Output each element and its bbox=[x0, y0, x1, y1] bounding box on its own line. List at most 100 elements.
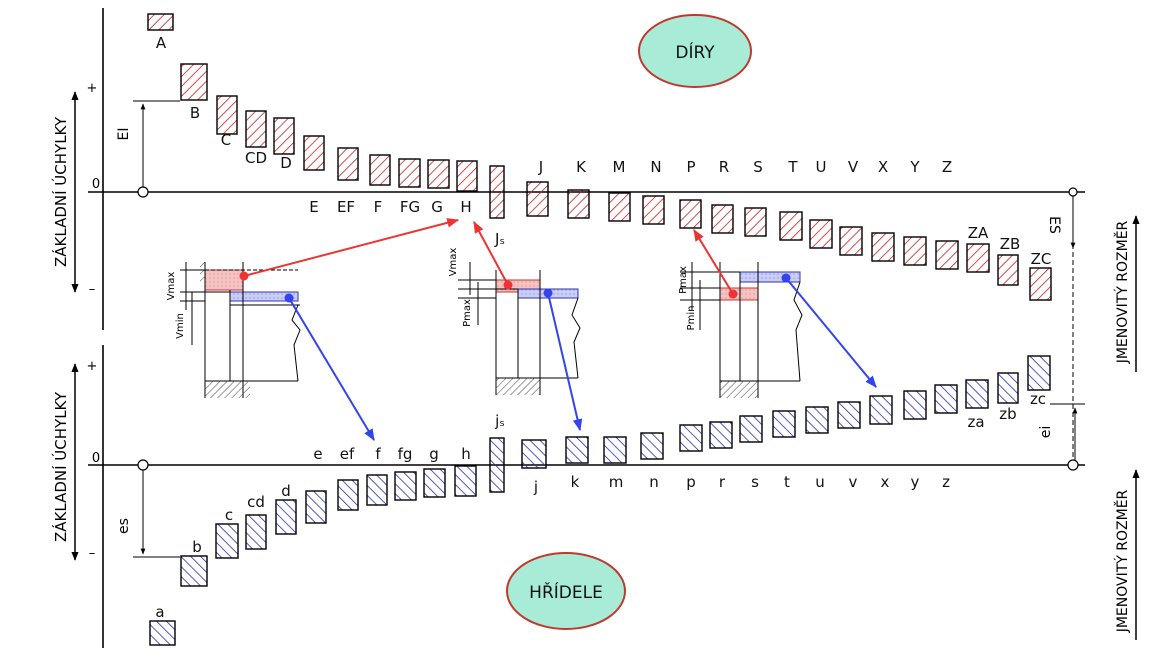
shaft-letter: c bbox=[225, 506, 233, 524]
clearance-vmin-label: Vmin bbox=[175, 313, 186, 339]
hole-zone bbox=[180, 63, 208, 101]
hole-letter: Y bbox=[909, 158, 920, 176]
hole-zone bbox=[642, 195, 665, 225]
hole-zone bbox=[245, 110, 267, 148]
left-axis-label-bottom: ZÁKLADNÍ ÚCHYLKY bbox=[51, 391, 70, 542]
hole-letter: EF bbox=[337, 198, 355, 216]
shaft-letter: x bbox=[881, 473, 890, 491]
shaft-zone bbox=[965, 379, 989, 409]
hole-letter: C bbox=[221, 131, 231, 149]
bottom-minus-mark: – bbox=[89, 546, 96, 561]
shaft-tolerance-zones bbox=[149, 355, 1051, 646]
shaft-zone bbox=[869, 395, 893, 425]
hole-letter: H bbox=[460, 198, 471, 216]
top-minus-mark: – bbox=[89, 282, 96, 297]
shaft-letter: zc bbox=[1030, 390, 1046, 408]
shaft-letter: t bbox=[784, 473, 790, 491]
clearance-fit-sketch bbox=[180, 262, 301, 398]
hole-zone bbox=[147, 13, 174, 31]
right-axis-label-top: JMENOVITÝ ROZMĚR bbox=[1114, 220, 1131, 364]
red-arrows bbox=[243, 218, 734, 295]
hole-letter: K bbox=[576, 158, 587, 176]
hole-letter: T bbox=[787, 158, 798, 176]
axis-origin-circles bbox=[137, 186, 1079, 471]
left-axis-label-top: ZÁKLADNÍ ÚCHYLKY bbox=[51, 116, 70, 267]
top-plus-mark: + bbox=[87, 81, 98, 96]
shaft-letter: j bbox=[533, 478, 538, 496]
hole-zone bbox=[871, 232, 895, 262]
shaft-letter: e bbox=[313, 445, 322, 463]
hole-zone bbox=[567, 189, 590, 219]
shaft-zone bbox=[305, 490, 327, 524]
shaft-zone bbox=[180, 555, 208, 587]
hole-zone bbox=[273, 117, 295, 155]
shaft-letter: d bbox=[281, 482, 291, 500]
shaft-letter: m bbox=[609, 473, 624, 491]
shaft-zone bbox=[1027, 355, 1051, 391]
top-zero-mark: 0 bbox=[92, 177, 100, 192]
hole-letter: J bbox=[538, 158, 543, 176]
interference-fit-sketch bbox=[680, 262, 803, 398]
hole-letter: E bbox=[309, 198, 318, 216]
shaft-letter: cd bbox=[247, 493, 265, 511]
shaft-zone bbox=[394, 471, 417, 501]
hole-zone bbox=[216, 95, 238, 135]
hole-zone bbox=[966, 243, 990, 273]
hole-zone bbox=[903, 236, 927, 266]
hole-letter: F bbox=[374, 198, 383, 216]
hole-letter: FG bbox=[400, 198, 420, 216]
shaft-zone bbox=[521, 439, 547, 469]
shaft-zone bbox=[772, 410, 796, 438]
shaft-zone bbox=[709, 421, 733, 449]
hole-zone bbox=[427, 159, 450, 189]
hole-letter: ZA bbox=[968, 224, 989, 242]
hole-letter: D bbox=[280, 154, 292, 172]
es-upper-label: ES bbox=[1046, 216, 1062, 234]
shaft-letter: a bbox=[155, 603, 164, 621]
shaft-zone bbox=[565, 436, 589, 464]
holes-title-bubble: DÍRY bbox=[638, 14, 752, 88]
shafts-title: HŘÍDELE bbox=[529, 581, 603, 603]
shaft-zone bbox=[805, 406, 829, 434]
shaft-zone bbox=[679, 424, 703, 452]
shaft-zone bbox=[423, 468, 446, 498]
hole-tolerance-zones bbox=[147, 13, 1052, 301]
hole-zone bbox=[779, 211, 803, 241]
shaft-zone bbox=[366, 474, 388, 506]
ei-lower-label: ei bbox=[1038, 426, 1054, 439]
hole-letter: Jₛ bbox=[494, 230, 505, 248]
shaft-letter: s bbox=[751, 473, 759, 491]
shaft-zone bbox=[489, 437, 505, 493]
hole-letter: S bbox=[753, 158, 763, 176]
shaft-zone bbox=[603, 436, 627, 464]
shaft-letter: b bbox=[192, 538, 202, 556]
interference-pmax-label: Pmax bbox=[678, 266, 689, 294]
shaft-letter: zb bbox=[999, 405, 1016, 423]
transition-fit-sketch bbox=[458, 262, 581, 395]
bottom-plus-mark: + bbox=[87, 359, 98, 374]
hole-letter: B bbox=[190, 104, 200, 122]
right-axis-label-bottom: JMENOVITÝ ROZMĚR bbox=[1114, 489, 1131, 633]
shaft-letter: k bbox=[571, 473, 580, 491]
hole-zone bbox=[1029, 267, 1052, 301]
shaft-zone bbox=[837, 401, 861, 429]
bottom-zero-mark: 0 bbox=[92, 451, 100, 466]
hole-zone bbox=[839, 226, 863, 256]
shaft-letter: g bbox=[429, 445, 439, 463]
hole-letter: M bbox=[613, 158, 626, 176]
hole-letter: N bbox=[650, 158, 661, 176]
ei-upper-label: EI bbox=[116, 128, 132, 141]
shaft-letter: z bbox=[942, 473, 950, 491]
shaft-letter: f bbox=[375, 445, 381, 463]
transition-pmax-label: Pmax bbox=[462, 299, 473, 327]
hole-letter: U bbox=[816, 158, 827, 176]
hole-letter: ZB bbox=[1000, 235, 1021, 253]
hole-zone bbox=[608, 192, 631, 222]
hole-letter: P bbox=[686, 158, 695, 176]
hole-letter: ZC bbox=[1031, 250, 1052, 268]
shaft-letter: u bbox=[815, 473, 825, 491]
transition-vmax-label: Vmax bbox=[448, 248, 459, 277]
hole-letter: G bbox=[431, 198, 443, 216]
blue-arrows bbox=[288, 277, 877, 442]
